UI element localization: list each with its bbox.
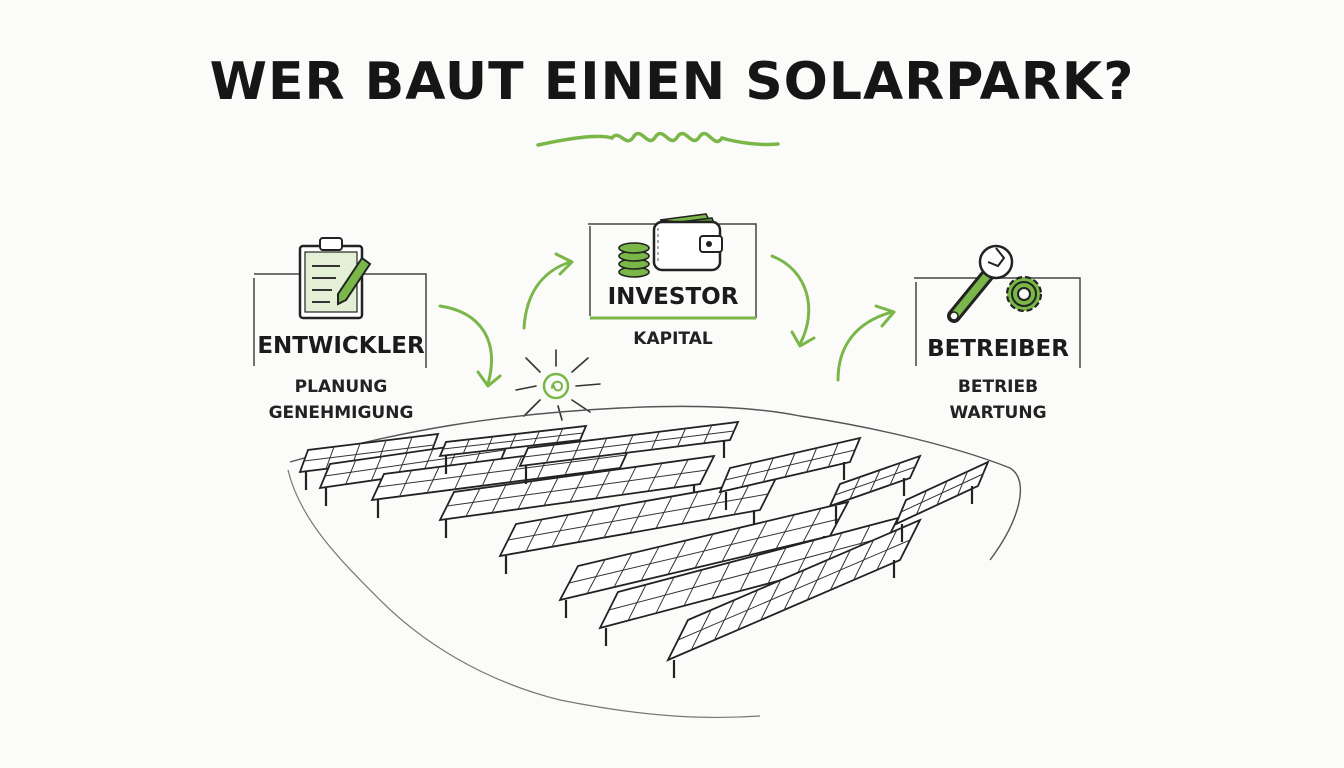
panel-mid-divider [507,493,769,541]
task-betrieb: BETRIEB [957,377,1039,397]
panel-mid-divider [303,444,435,462]
betreiber-box [914,277,1081,368]
horizon-line [289,405,1022,561]
task-planung: PLANUNG [294,377,388,397]
panel-mid-divider [900,473,984,513]
role-investor: INVESTOR [607,284,739,310]
role-betreiber: BETREIBER [927,336,1069,362]
arrow-investor-down [770,254,811,346]
panel-mid-divider [834,466,916,496]
solar-panel-rows [298,420,990,678]
panel-mid-divider [724,449,856,481]
panel-mid-divider [677,539,911,641]
panel-mid-divider [324,449,506,477]
arrow-entwickler-down [438,304,493,386]
arrow-up-to-investor [522,260,572,330]
wrench-gear-icon [947,244,1043,323]
arrow-up-to-betreiber [836,310,894,382]
panel-mid-divider [377,454,627,488]
role-entwickler: ENTWICKLER [257,333,425,359]
task-genehmigung: GENEHMIGUNG [268,403,414,423]
panel-mid-divider [442,432,584,450]
panel-mid-divider [446,469,708,507]
panel-mid-divider [568,518,840,584]
title-underline [536,131,780,147]
sun-icon [515,349,601,421]
page-title: WER BAUT EINEN SOLARPARK? [209,52,1135,112]
wallet-icon [618,213,723,278]
task-wartung: WARTUNG [949,403,1047,423]
panel-mid-divider [608,535,890,611]
investor-box [588,223,757,320]
clipboard-icon [298,237,372,320]
task-kapital: KAPITAL [633,329,713,349]
flow-arrows [438,252,896,388]
panel-mid-divider [523,430,735,458]
